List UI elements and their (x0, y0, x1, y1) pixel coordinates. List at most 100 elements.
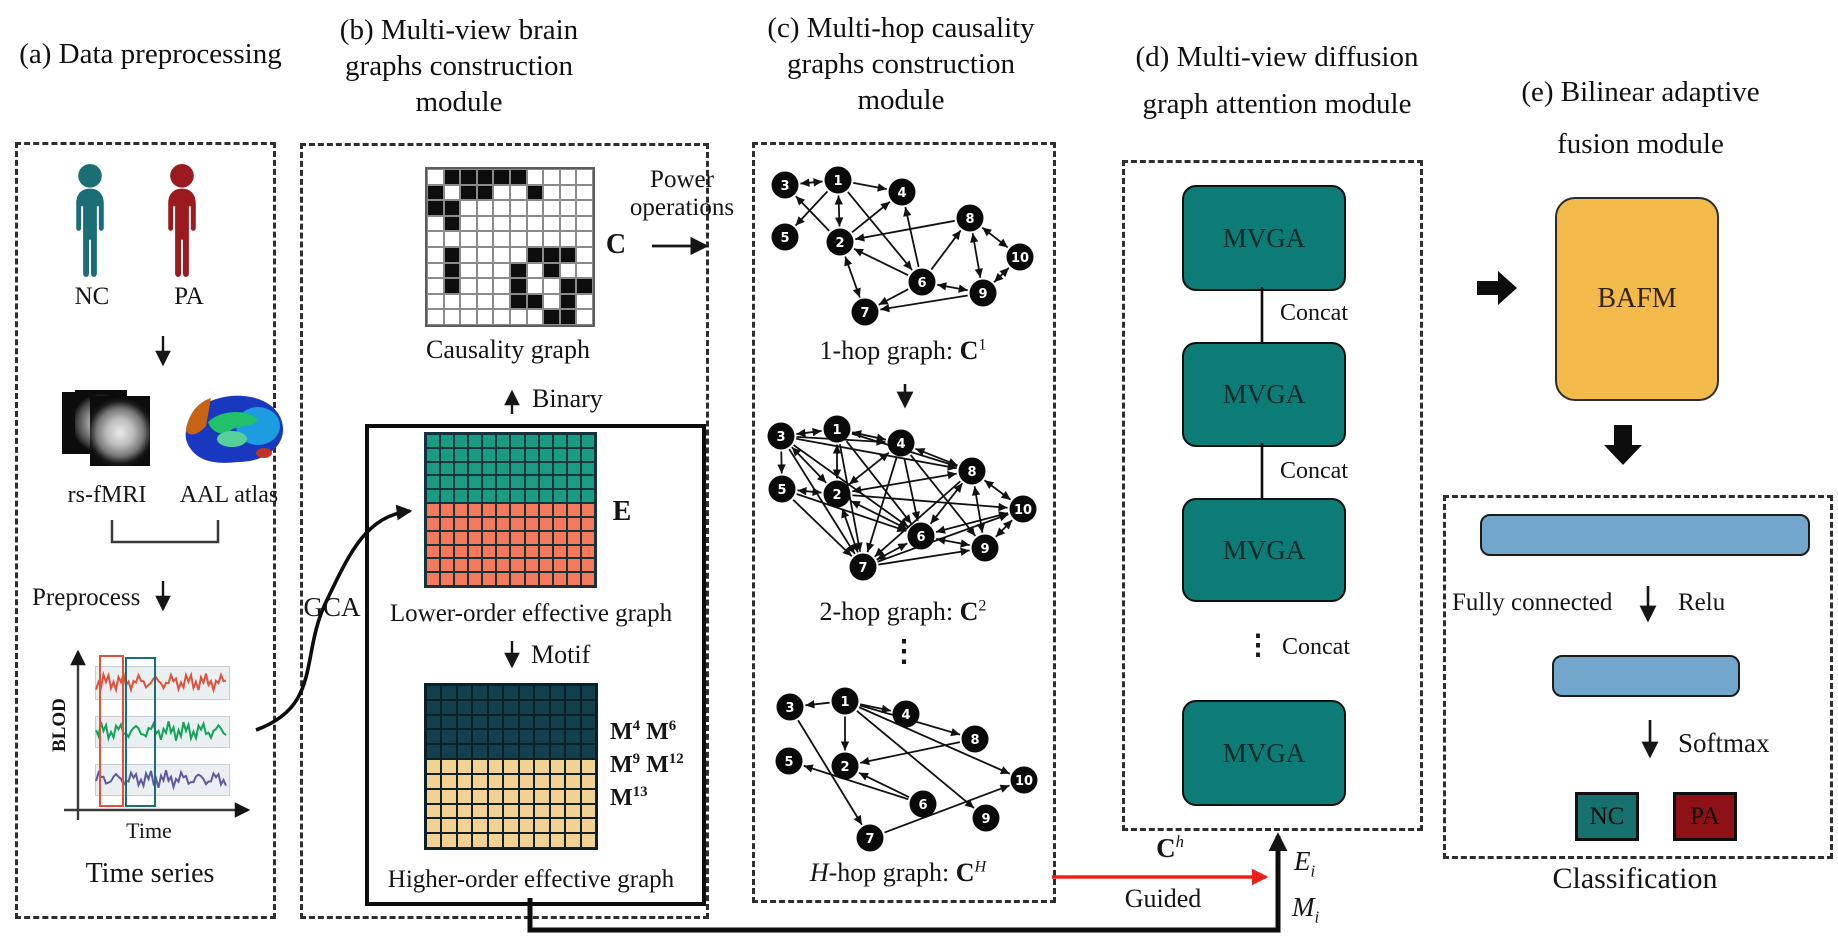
matrix-cell (510, 434, 525, 448)
graph-edge (838, 444, 862, 552)
matrix-cell (559, 231, 577, 247)
edge-arrowhead (902, 514, 912, 524)
bafm-output-arrow (1604, 425, 1642, 465)
matrix-cell (580, 685, 596, 700)
matrix-cell (549, 803, 566, 819)
matrix-cell (565, 744, 581, 760)
matrix-cell (426, 461, 441, 476)
graph-node-label: 6 (917, 276, 926, 291)
graph-node-label: 10 (1014, 503, 1032, 518)
edge-arrowhead (896, 524, 907, 533)
matrix-cell (552, 558, 567, 573)
matrix-cell (566, 558, 581, 573)
matrix-cell (440, 572, 455, 586)
matrix-cell (468, 447, 483, 462)
matrix-cell (440, 489, 455, 504)
matrix-cell (580, 833, 596, 848)
matrix-cell (543, 231, 560, 247)
matrix-cell (580, 489, 595, 504)
matrix-cell (559, 309, 577, 325)
matrix-cell (476, 184, 494, 201)
pa-output-box: PA (1673, 792, 1737, 841)
matrix-cell (510, 461, 525, 476)
matrix-cell (426, 544, 441, 559)
pa-person-icon (168, 163, 196, 277)
edge-arrowhead (816, 473, 827, 483)
matrix-cell (580, 434, 595, 448)
graph-node (961, 725, 989, 753)
matrix-cell (454, 475, 469, 490)
edge-arrowhead (903, 207, 912, 217)
edge-arrowhead (812, 427, 822, 437)
matrix-cell (510, 309, 527, 325)
matrix-cell (566, 475, 581, 490)
higher-matrix (424, 683, 598, 850)
edge-arrowhead (903, 260, 913, 271)
matrix-cell (456, 788, 473, 804)
matrix-cell (493, 184, 510, 201)
causality-matrix (425, 167, 595, 327)
graph-node (907, 522, 935, 550)
matrix-cell (580, 759, 596, 774)
edge-arrowhead (995, 527, 1006, 537)
matrix-cell (549, 759, 566, 774)
matrix-cell (580, 572, 595, 586)
matrix-cell (454, 572, 469, 586)
edge-arrowhead (866, 542, 875, 553)
panel-d-title: (d) Multi-view diffusion graph attention… (1135, 41, 1419, 120)
graph-edge (793, 444, 909, 528)
matrix-cell (456, 833, 473, 848)
matrix-cell (440, 461, 455, 476)
edge-arrowhead (858, 772, 869, 781)
matrix-cell (440, 434, 455, 448)
matrix-cell (580, 714, 596, 730)
matrix-cell (534, 744, 550, 760)
matrix-cell (580, 503, 595, 517)
matrix-cell (580, 803, 596, 819)
graph-node (971, 534, 999, 562)
graph-node (956, 204, 984, 232)
matrix-cell (552, 489, 567, 504)
edge-arrowhead (971, 486, 981, 496)
matrix-cell (472, 803, 488, 819)
graph-node-label: 9 (981, 812, 990, 827)
matrix-cell (468, 503, 483, 517)
matrix-cell (472, 759, 488, 774)
matrix-cell (524, 558, 539, 573)
matrix-cell (482, 475, 497, 490)
matrix-cell (426, 447, 441, 462)
matrix-cell (538, 530, 553, 545)
matrix-cell (472, 818, 488, 834)
matrix-cell (487, 699, 504, 715)
matrix-cell (476, 169, 494, 185)
graph-node (771, 223, 799, 251)
graph-edge (859, 741, 961, 764)
pa-label: PA (174, 283, 204, 310)
matrix-cell (565, 833, 581, 848)
matrix-cell (443, 200, 461, 216)
graph-edge (877, 513, 1009, 563)
graph-edge (853, 247, 909, 277)
matrix-cell (580, 530, 595, 545)
matrix-cell (543, 262, 560, 279)
matrix-cell (443, 247, 461, 263)
matrix-cell (427, 169, 444, 185)
edge-arrowhead (849, 475, 859, 485)
edge-arrowhead (841, 508, 850, 519)
matrix-cell (454, 461, 469, 476)
matrix-cell (559, 262, 577, 279)
matrix-cell (487, 685, 504, 700)
matrix-cell (510, 475, 525, 490)
matrix-cell (456, 729, 473, 745)
matrix-cell (552, 434, 567, 448)
matrix-cell (454, 516, 469, 531)
graph-node-label: 5 (780, 231, 789, 246)
edge-arrowhead (994, 272, 1004, 283)
matrix-cell (576, 184, 593, 201)
graph-node (849, 553, 877, 581)
edge-arrowhead (795, 196, 806, 206)
matrix-cell (565, 685, 581, 700)
edge-arrowhead (915, 448, 926, 456)
edge-arrowhead (834, 195, 843, 205)
graph-node-label: 9 (980, 542, 989, 557)
